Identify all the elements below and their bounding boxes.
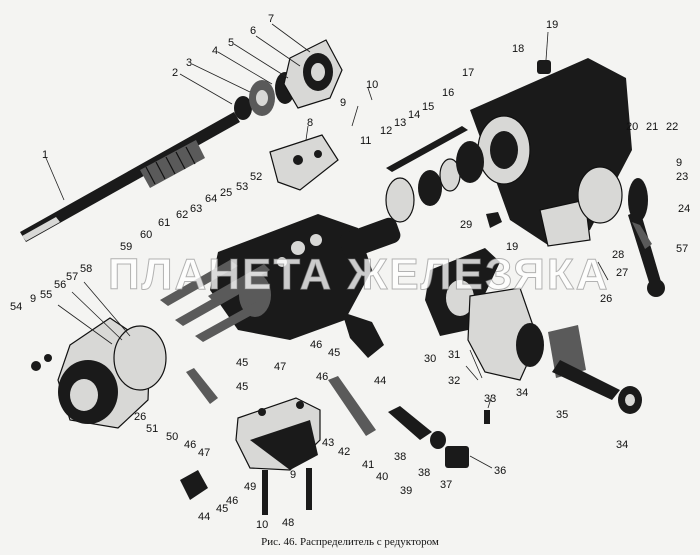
part-label-9c: 9 [290, 469, 296, 481]
part-label-14: 14 [408, 109, 420, 121]
sector-shaft [425, 212, 642, 424]
housing-seals [385, 126, 484, 223]
part-label-26: 26 [600, 293, 612, 305]
part-label-38: 38 [418, 467, 430, 479]
part-label-40: 40 [376, 471, 388, 483]
part-label-9b: 9 [676, 157, 682, 169]
part-label-36: 36 [494, 465, 506, 477]
part-label-61: 61 [158, 217, 170, 229]
part-label-45b: 45 [236, 357, 248, 369]
part-label-2: 2 [172, 67, 178, 79]
part-label-26b: 26 [134, 411, 146, 423]
plunger-springs [160, 260, 270, 342]
part-label-42: 42 [338, 446, 350, 458]
part-label-8: 8 [307, 117, 313, 129]
part-label-57: 57 [66, 271, 78, 283]
part-label-7: 7 [268, 13, 274, 25]
part-label-19: 19 [546, 19, 558, 31]
part-label-45c: 45 [236, 381, 248, 393]
part-label-46c: 46 [184, 439, 196, 451]
part-label-62: 62 [176, 209, 188, 221]
part-label-30: 30 [424, 353, 436, 365]
part-label-18: 18 [512, 43, 524, 55]
part-label-16: 16 [442, 87, 454, 99]
part-label-52: 52 [250, 171, 262, 183]
part-label-10b: 10 [256, 519, 268, 531]
part-label-46: 46 [310, 339, 322, 351]
part-labels: 1 2 3 4 5 6 7 8 9 10 11 12 13 14 15 16 1… [10, 13, 690, 531]
part-label-34b: 34 [616, 439, 628, 451]
part-label-41: 41 [362, 459, 374, 471]
part-label-13: 13 [394, 117, 406, 129]
part-label-59: 59 [120, 241, 132, 253]
part-label-32: 32 [448, 375, 460, 387]
distributor-body [210, 134, 401, 340]
valve-block [180, 368, 321, 515]
part-label-15: 15 [422, 101, 434, 113]
part-label-1: 1 [42, 149, 48, 161]
part-label-44: 44 [374, 375, 386, 387]
part-label-50: 50 [166, 431, 178, 443]
part-label-34: 34 [516, 387, 528, 399]
part-label-37: 37 [440, 479, 452, 491]
main-shaft [20, 112, 240, 242]
part-label-49: 49 [244, 481, 256, 493]
part-label-23: 23 [676, 171, 688, 183]
part-label-47b: 47 [198, 447, 210, 459]
part-label-48: 48 [282, 517, 294, 529]
part-label-44b: 44 [198, 511, 210, 523]
part-label-22: 22 [666, 121, 678, 133]
part-label-9d: 9 [30, 293, 36, 305]
part-label-19b: 19 [506, 241, 518, 253]
upper-bearing-assembly [234, 39, 343, 120]
part-label-5: 5 [228, 37, 234, 49]
part-label-38b: 38 [394, 451, 406, 463]
part-label-57b: 57 [676, 243, 688, 255]
part-label-29: 29 [460, 219, 472, 231]
part-label-58: 58 [80, 263, 92, 275]
part-label-35: 35 [556, 409, 568, 421]
part-label-53: 53 [236, 181, 248, 193]
part-label-27: 27 [616, 267, 628, 279]
part-label-31: 31 [448, 349, 460, 361]
end-cover [31, 317, 167, 429]
valve-spool [328, 312, 469, 468]
part-label-39: 39 [400, 485, 412, 497]
part-label-28: 28 [612, 249, 624, 261]
part-label-33: 33 [484, 393, 496, 405]
part-label-45d: 45 [216, 503, 228, 515]
part-label-4: 4 [212, 45, 218, 57]
pitman-arm [577, 166, 665, 297]
part-label-25: 25 [220, 187, 232, 199]
part-label-12: 12 [380, 125, 392, 137]
part-label-17: 17 [462, 67, 474, 79]
part-label-56: 56 [54, 279, 66, 291]
part-label-43: 43 [322, 437, 334, 449]
part-label-55: 55 [40, 289, 52, 301]
part-label-64: 64 [205, 193, 217, 205]
part-label-20: 20 [626, 121, 638, 133]
part-label-54: 54 [10, 301, 22, 313]
part-label-46b: 46 [316, 371, 328, 383]
part-label-3: 3 [186, 57, 192, 69]
part-label-21: 21 [646, 121, 658, 133]
part-label-51: 51 [146, 423, 158, 435]
part-label-11: 11 [360, 135, 371, 147]
part-label-24: 24 [678, 203, 690, 215]
part-label-46d: 46 [226, 495, 238, 507]
shaft-worm-thread [140, 140, 205, 188]
part-label-6: 6 [250, 25, 256, 37]
leader-lines [45, 23, 609, 469]
part-label-63: 63 [190, 203, 202, 215]
part-label-47: 47 [274, 361, 286, 373]
figure-caption: Рис. 46. Распределитель с редуктором [261, 536, 439, 548]
part-label-60: 60 [140, 229, 152, 241]
part-label-45: 45 [328, 347, 340, 359]
part-label-9: 9 [340, 97, 346, 109]
part-label-10: 10 [366, 79, 378, 91]
